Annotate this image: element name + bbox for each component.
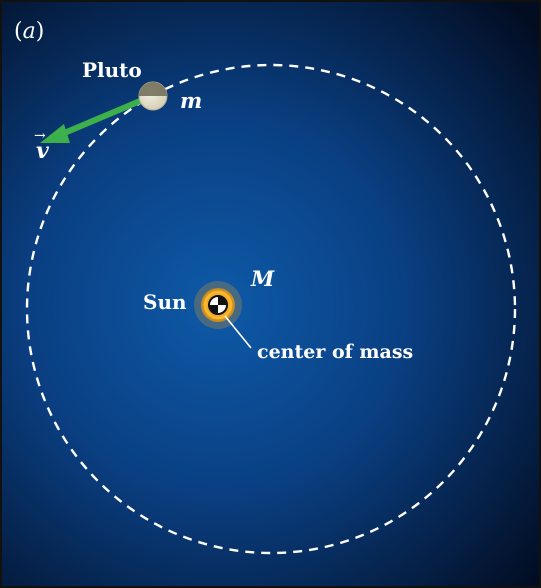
star-mass-symbol: M — [250, 266, 275, 291]
planet-mass-symbol: m — [180, 88, 202, 113]
orbit-path — [25, 63, 517, 555]
velocity-symbol: v — [36, 138, 49, 164]
pluto-label: Pluto — [82, 58, 142, 82]
center-of-mass-label: center of mass — [257, 341, 413, 363]
velocity-label: → v — [34, 128, 49, 164]
velocity-arrow — [40, 98, 143, 143]
sun-label: Sun — [143, 290, 187, 314]
center-of-mass-icon — [208, 295, 228, 315]
pluto-icon — [138, 81, 168, 111]
panel-label: (a) — [14, 19, 44, 44]
velocity-accent: → — [34, 128, 46, 144]
com-leader-line — [224, 315, 252, 349]
